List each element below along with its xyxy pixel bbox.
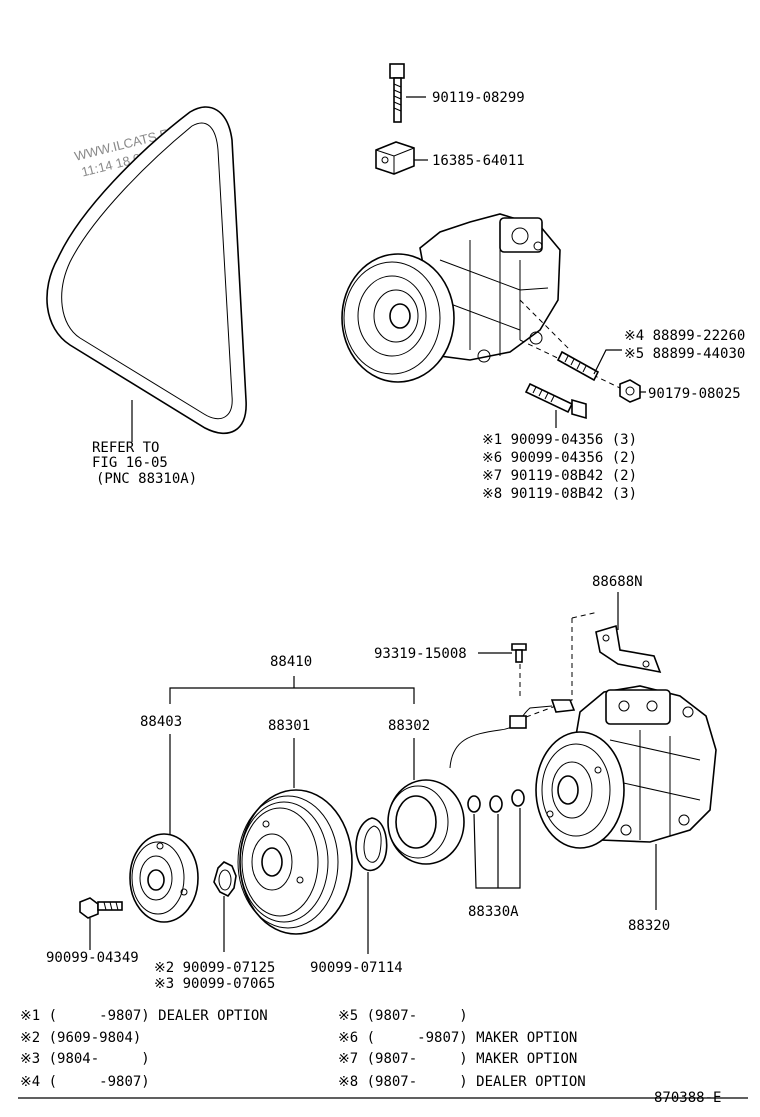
magnet-stator: [387, 779, 465, 865]
mount-bolt: [524, 382, 587, 428]
wire-harness: [449, 699, 576, 769]
drive-belt: [46, 106, 247, 442]
label-hub-bolt: 90099-04349: [46, 950, 139, 966]
legend-3: ※3 (9804- ): [20, 1051, 150, 1067]
pressure-plate-hub: [129, 833, 199, 923]
legend: ※1 ( -9807) DEALER OPTION ※2 (9609-9804)…: [20, 1008, 586, 1090]
nut: [619, 379, 646, 403]
bracket: [595, 624, 662, 674]
label-shims: 88330A: [468, 904, 519, 920]
legend-8: ※8 (9807- ) DEALER OPTION: [338, 1074, 586, 1090]
label-stator: 88302: [388, 718, 430, 734]
label-snap-ring: 90099-07114: [310, 960, 403, 976]
label-bolt-8: ※8 90119-08B42 (3): [482, 486, 637, 502]
belt-note-line2: FIG 16-05: [92, 455, 168, 471]
washer: [213, 861, 237, 952]
figure-code: 870388-E: [654, 1090, 721, 1106]
label-bolt-7: ※7 90119-08B42 (2): [482, 468, 637, 484]
legend-5: ※5 (9807- ): [338, 1008, 468, 1024]
label-pulley: 88301: [268, 718, 310, 734]
label-screw: 93319-15008: [374, 646, 467, 662]
stud: [556, 349, 622, 382]
pulley: [237, 789, 353, 935]
shims: [467, 789, 525, 889]
legend-4: ※4 ( -9807): [20, 1074, 150, 1090]
label-washer-3: ※3 90099-07065: [154, 976, 275, 992]
label-compressor: 88320: [628, 918, 670, 934]
label-block: 16385-64011: [432, 153, 525, 169]
label-washer-2: ※2 90099-07125: [154, 960, 275, 976]
top-bolt: [389, 63, 426, 123]
block: [375, 141, 428, 175]
screw: [511, 643, 527, 663]
label-stud-4: ※4 88899-22260: [624, 328, 745, 344]
belt-note-line3: (PNC 88310A): [96, 471, 197, 487]
label-bolt-6: ※6 90099-04356 (2): [482, 450, 637, 466]
label-nut: 90179-08025: [648, 386, 741, 402]
hub-bolt: [79, 897, 123, 950]
legend-7: ※7 (9807- ) MAKER OPTION: [338, 1051, 577, 1067]
legend-1: ※1 ( -9807) DEALER OPTION: [20, 1008, 268, 1024]
legend-6: ※6 ( -9807) MAKER OPTION: [338, 1030, 577, 1046]
label-hub: 88403: [140, 714, 182, 730]
compressor-bottom: [535, 685, 717, 910]
label-bolt-1: ※1 90099-04356 (3): [482, 432, 637, 448]
legend-2: ※2 (9609-9804): [20, 1030, 141, 1046]
label-bracket: 88688N: [592, 574, 643, 590]
label-stud-5: ※5 88899-44030: [624, 346, 745, 362]
snap-ring: [355, 817, 388, 954]
label-bolt-top: 90119-08299: [432, 90, 525, 106]
belt-note-line1: REFER TO: [92, 440, 159, 456]
compressor-top: [341, 213, 621, 389]
label-clutch-assy: 88410: [270, 654, 312, 670]
